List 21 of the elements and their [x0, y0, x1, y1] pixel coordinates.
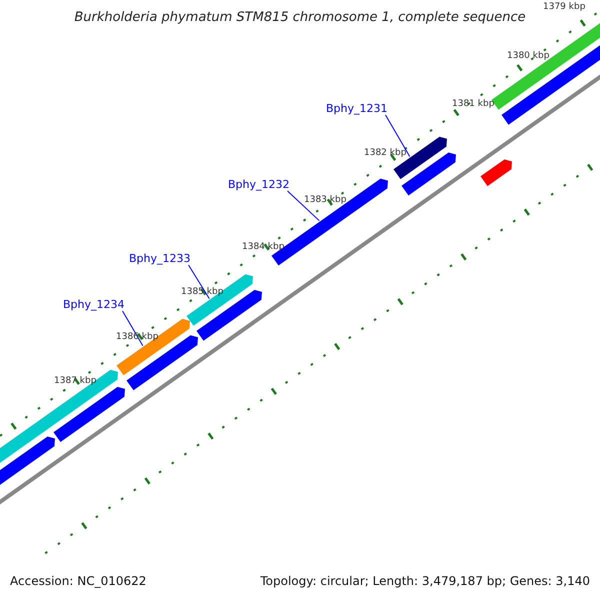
gene-label: Bphy_1232: [228, 178, 290, 191]
gene-feature: [116, 318, 190, 376]
position-label: 1381 kbp: [452, 99, 494, 109]
position-label: 1379 kbp: [543, 2, 586, 12]
position-label: 1386 kbp: [116, 332, 158, 342]
position-label: 1380 kbp: [507, 51, 550, 61]
map-title: Burkholderia phymatum STM815 chromosome 1, complete sequence: [73, 10, 527, 25]
position-label: 1382 kbp: [364, 148, 406, 158]
position-label: 1387 kbp: [54, 376, 96, 386]
gene-label: Bphy_1233: [129, 252, 191, 265]
gene-label: Bphy_1231: [326, 102, 388, 115]
leader-line: [188, 264, 210, 300]
position-label: 1385 kbp: [181, 287, 224, 297]
summary-text: Topology: circular; Length: 3,479,187 bp; Genes: 3,140: [260, 574, 590, 588]
accession-text: Accession: NC_010622: [10, 574, 146, 588]
leader-line: [287, 190, 320, 222]
leader-line: [385, 114, 410, 158]
leader-line: [122, 310, 144, 346]
gene-label: Bphy_1234: [63, 298, 125, 311]
position-label: 1384 kbp: [242, 242, 284, 252]
position-label: 1383 kbp: [304, 195, 346, 205]
